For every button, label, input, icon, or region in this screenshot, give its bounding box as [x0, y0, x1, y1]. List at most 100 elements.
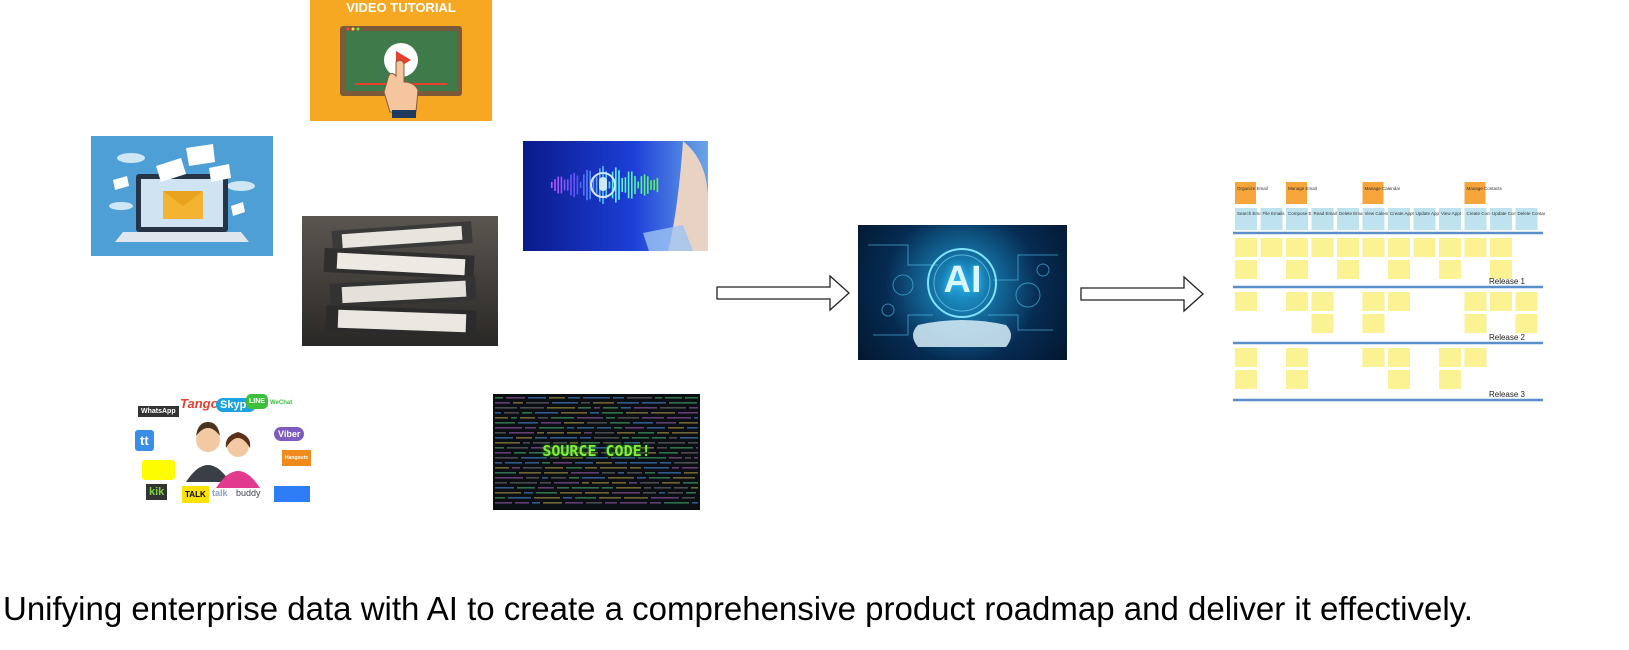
story-label: View Appt: [1441, 211, 1462, 216]
video-tutorial-image: VIDEO TUTORIAL: [310, 0, 492, 121]
code-line: [590, 412, 599, 414]
email-laptop-image: [91, 136, 273, 256]
code-line: [639, 447, 654, 449]
waveform-bar: [656, 177, 659, 193]
code-line: [550, 457, 559, 459]
waveform-bar: [595, 176, 598, 194]
story-sticky: [1515, 208, 1538, 230]
code-line: [643, 442, 655, 444]
task-sticky: [1362, 292, 1385, 311]
ai-hand-image: AI: [858, 225, 1067, 360]
epic-sticky: [1235, 182, 1256, 204]
code-line: [509, 432, 534, 434]
release-label: Release 2: [1489, 333, 1526, 342]
arrow-to-roadmap: [1080, 275, 1204, 313]
code-line: [644, 467, 669, 469]
code-line: [525, 427, 536, 429]
code-line: [538, 487, 554, 489]
code-line: [660, 462, 671, 464]
code-line: [528, 397, 546, 399]
code-line: [659, 452, 678, 454]
code-line: [515, 502, 529, 504]
code-line: [495, 487, 514, 489]
task-sticky: [1490, 260, 1512, 279]
whatsapp-icon: WhatsApp: [138, 406, 179, 417]
code-line: [565, 502, 583, 504]
task-sticky: [1260, 238, 1283, 257]
code-line: [537, 432, 544, 434]
code-line: [660, 407, 686, 409]
diagram-caption: Unifying enterprise data with AI to crea…: [3, 590, 1473, 627]
epic-label: Organize Email: [1237, 186, 1268, 191]
task-sticky: [1388, 370, 1410, 389]
code-line: [669, 402, 697, 404]
code-line: [602, 472, 615, 474]
code-line: [603, 442, 621, 444]
code-line: [582, 482, 589, 484]
code-line: [601, 452, 608, 454]
code-line: [642, 417, 664, 419]
code-line: [649, 477, 670, 479]
code-line: [696, 447, 698, 449]
code-line: [625, 427, 644, 429]
story-sticky: [1388, 208, 1410, 230]
code-line: [495, 427, 522, 429]
code-line: [634, 407, 657, 409]
task-sticky: [1286, 292, 1308, 311]
code-line: [495, 472, 516, 474]
waveform-bar: [576, 175, 579, 195]
code-line: [495, 462, 502, 464]
viber-icon: Viber: [274, 427, 305, 441]
story-sticky: [1235, 208, 1257, 230]
code-line: [495, 452, 511, 454]
code-line: [650, 502, 661, 504]
laptop-envelope-icon: [109, 144, 255, 242]
code-line: [629, 482, 637, 484]
code-line: [542, 477, 548, 479]
story-label: Delete Email: [1339, 211, 1365, 216]
code-line: [586, 502, 602, 504]
code-line: [595, 432, 614, 434]
story-label: View Calendar: [1365, 211, 1395, 216]
code-line: [531, 447, 553, 449]
code-line: [594, 407, 600, 409]
code-line: [581, 442, 600, 444]
story-label: Update Contact: [1492, 211, 1524, 216]
code-line: [680, 437, 698, 439]
code-line: [610, 422, 630, 424]
code-line: [495, 402, 510, 404]
code-line: [618, 472, 624, 474]
code-line: [685, 397, 698, 399]
waveform-bar: [631, 171, 633, 199]
code-line: [689, 407, 698, 409]
code-line: [658, 472, 681, 474]
code-line: [540, 482, 551, 484]
code-line: [513, 402, 523, 404]
code-line: [659, 492, 665, 494]
waveform-bar: [634, 175, 636, 195]
waveform-bar: [557, 176, 559, 194]
code-line: [648, 452, 656, 454]
story-label: Compose Email: [1288, 211, 1320, 216]
code-line: [602, 487, 613, 489]
task-sticky: [1362, 348, 1385, 367]
waveform-bar: [551, 182, 553, 188]
waveform-bar: [573, 172, 575, 198]
code-line: [612, 482, 626, 484]
task-sticky: [1235, 238, 1257, 257]
code-line: [643, 492, 656, 494]
code-line: [611, 452, 628, 454]
code-line: [566, 467, 582, 469]
code-line: [631, 452, 645, 454]
waveform-bar: [586, 169, 588, 201]
code-line: [593, 402, 614, 404]
waveform-bar: [592, 177, 595, 193]
code-line: [644, 487, 651, 489]
users-avatar-icon: [186, 422, 260, 488]
code-line: [655, 397, 662, 399]
code-line: [495, 477, 523, 479]
code-line: [694, 457, 698, 459]
document-binders-image: [302, 216, 498, 346]
code-line: [605, 502, 617, 504]
waveform-bar: [643, 174, 646, 196]
